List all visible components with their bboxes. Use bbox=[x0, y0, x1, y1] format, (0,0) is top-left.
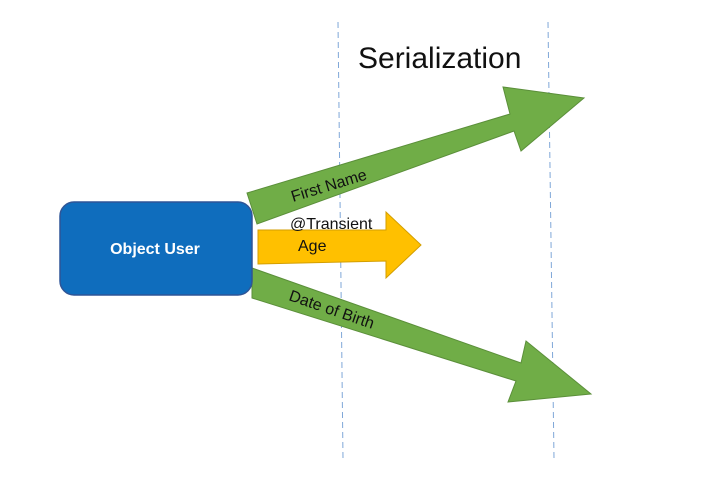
age-arrow bbox=[257, 210, 422, 280]
transient-annotation: @Transient bbox=[290, 216, 373, 233]
first-name-arrow bbox=[246, 86, 586, 225]
diagram-title: Serialization bbox=[358, 42, 521, 75]
left-boundary-line bbox=[337, 21, 344, 460]
date-of-birth-arrow bbox=[251, 267, 593, 403]
object-user-box bbox=[59, 201, 253, 296]
object-user-label: Object User bbox=[110, 241, 200, 258]
age-label: Age bbox=[298, 238, 327, 255]
